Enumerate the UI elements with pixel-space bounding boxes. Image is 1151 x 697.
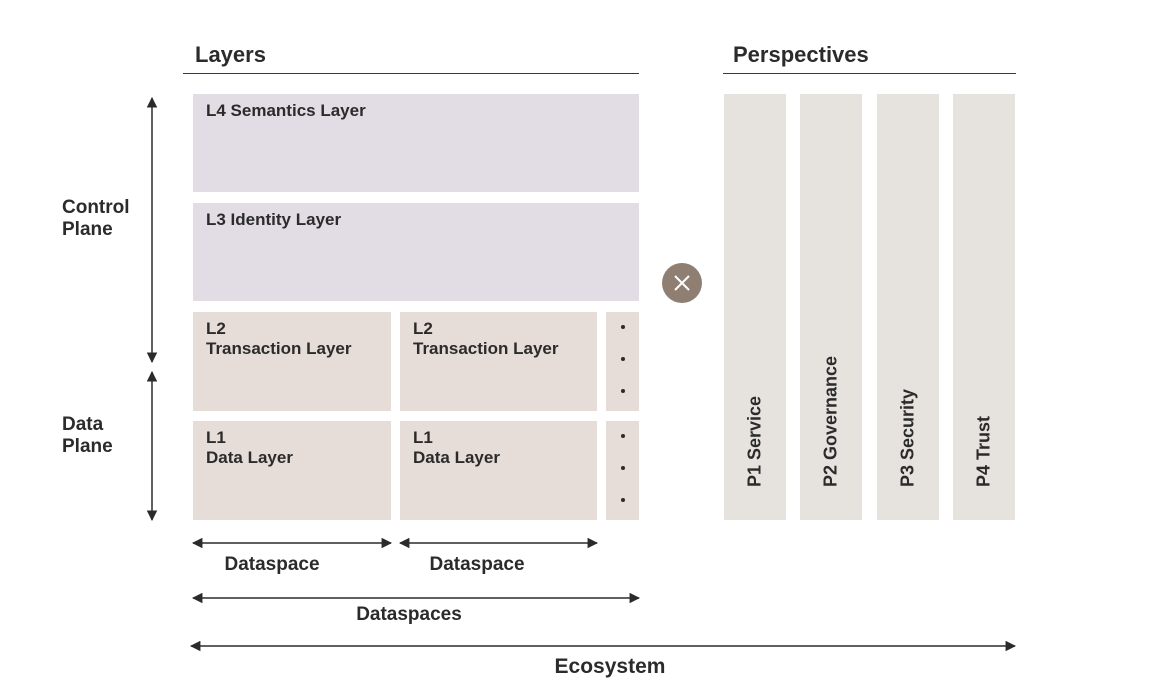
l3-identity-layer-label: L3 Identity Layer xyxy=(206,210,342,229)
dataspace-label-2: Dataspace xyxy=(429,554,525,575)
vertical-ellipsis-icon xyxy=(620,325,625,329)
l2-continuation-box xyxy=(606,312,639,411)
ecosystem-label: Ecosystem xyxy=(554,655,666,678)
vertical-ellipsis-icon xyxy=(620,498,625,502)
data-plane-label-line-1: Data xyxy=(62,414,104,435)
vertical-ellipsis-icon xyxy=(620,434,625,438)
l4-semantics-layer-box: L4 Semantics Layer xyxy=(193,94,639,192)
l2-transaction-layer-box-1: L2 Transaction Layer xyxy=(193,312,391,411)
control-plane-label-line-2: Plane xyxy=(62,219,113,240)
l1-label-name: Data Layer xyxy=(413,448,500,467)
perspective-bar-p1-service: P1 Service xyxy=(724,94,786,520)
control-plane-label-line-1: Control xyxy=(62,197,130,218)
l1-data-layer-box-1: L1 Data Layer xyxy=(193,421,391,520)
vertical-ellipsis-icon xyxy=(620,389,625,393)
vertical-ellipsis-icon xyxy=(620,357,625,361)
data-plane-label-line-2: Plane xyxy=(62,436,113,457)
l2-label-code: L2 xyxy=(206,319,226,338)
vertical-ellipsis-icon xyxy=(620,466,625,470)
layers-heading: Layers xyxy=(195,42,266,67)
control-plane-label: Control Plane xyxy=(62,197,130,241)
l2-label-code: L2 xyxy=(413,319,433,338)
l2-transaction-layer-box-2: L2 Transaction Layer xyxy=(400,312,597,411)
l2-label-name: Transaction Layer xyxy=(413,339,559,358)
l1-label-code: L1 xyxy=(206,428,226,447)
layers-heading-rule xyxy=(183,73,639,74)
times-glyph-icon xyxy=(674,275,690,291)
perspectives-heading: Perspectives xyxy=(733,42,869,67)
l1-continuation-box xyxy=(606,421,639,520)
perspective-bar-p4-trust: P4 Trust xyxy=(953,94,1015,520)
l1-label-name: Data Layer xyxy=(206,448,293,467)
l3-identity-layer-box: L3 Identity Layer xyxy=(193,203,639,301)
perspective-bar-p2-governance: P2 Governance xyxy=(800,94,862,520)
dataspace-label-1: Dataspace xyxy=(224,554,320,575)
data-plane-label: Data Plane xyxy=(62,414,113,458)
perspectives-heading-rule xyxy=(723,73,1016,74)
times-circle-icon xyxy=(662,263,702,303)
perspective-bar-p3-security: P3 Security xyxy=(877,94,939,520)
l1-label-code: L1 xyxy=(413,428,433,447)
l2-label-name: Transaction Layer xyxy=(206,339,352,358)
dataspaces-label: Dataspaces xyxy=(356,604,462,625)
l4-semantics-layer-label: L4 Semantics Layer xyxy=(206,101,366,120)
l1-data-layer-box-2: L1 Data Layer xyxy=(400,421,597,520)
